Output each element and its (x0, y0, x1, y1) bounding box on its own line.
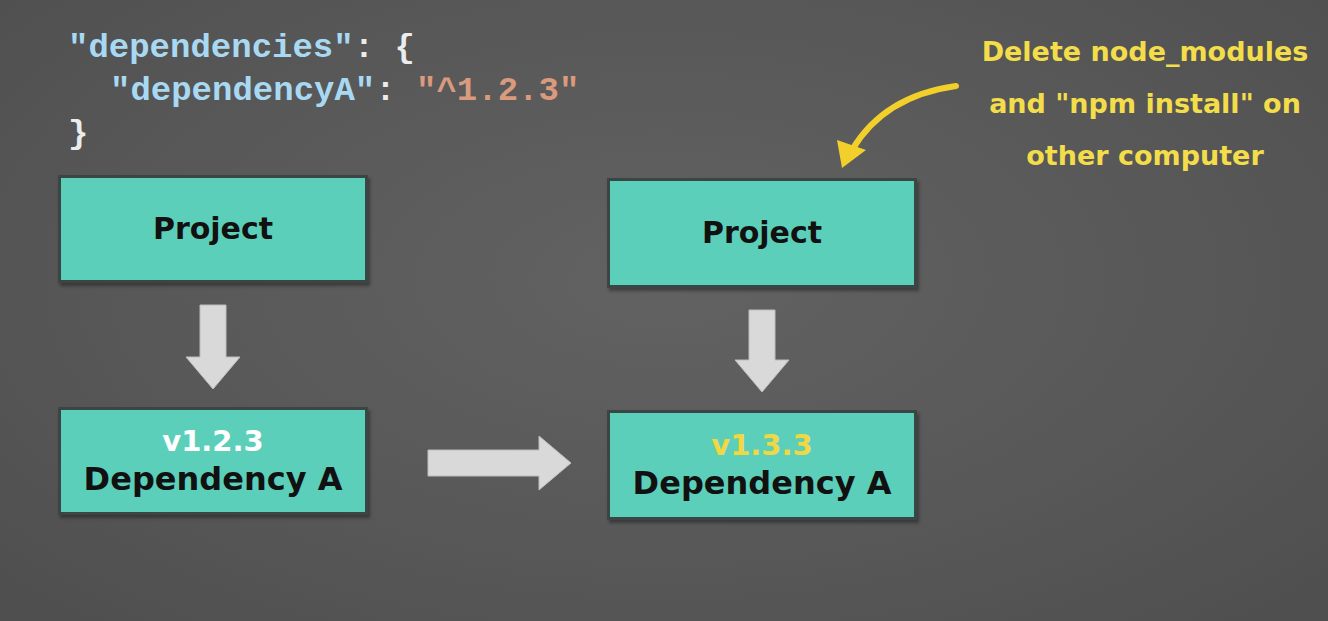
code-token: "dependencyA" (110, 72, 375, 110)
block-arrow (186, 305, 240, 389)
version-label: v1.3.3 (711, 427, 812, 463)
code-token: : { (354, 29, 415, 67)
callout-note: Delete node_modules and "npm install" on… (968, 26, 1322, 182)
code-token: "^1.2.3" (416, 72, 579, 110)
callout-arrow (852, 86, 956, 150)
dependency-name: Dependency A (84, 459, 343, 499)
code-line: "dependencies": { (68, 27, 415, 70)
code-token: } (68, 115, 88, 153)
project-name: Project (702, 213, 822, 253)
code-line: } (68, 113, 88, 156)
version-label: v1.2.3 (162, 423, 263, 459)
dependency-box: v1.3.3Dependency A (607, 410, 917, 520)
project-box: Project (607, 178, 917, 288)
block-arrow (735, 310, 789, 392)
code-line: "dependencyA": "^1.2.3" (110, 70, 579, 113)
dependency-name: Dependency A (633, 463, 892, 503)
callout-arrowhead (837, 140, 866, 168)
project-box: Project (58, 175, 368, 283)
dependency-box: v1.2.3Dependency A (58, 407, 368, 515)
code-token: : (375, 72, 416, 110)
project-name: Project (153, 209, 273, 249)
code-token: "dependencies" (68, 29, 354, 67)
block-arrow (428, 436, 571, 490)
